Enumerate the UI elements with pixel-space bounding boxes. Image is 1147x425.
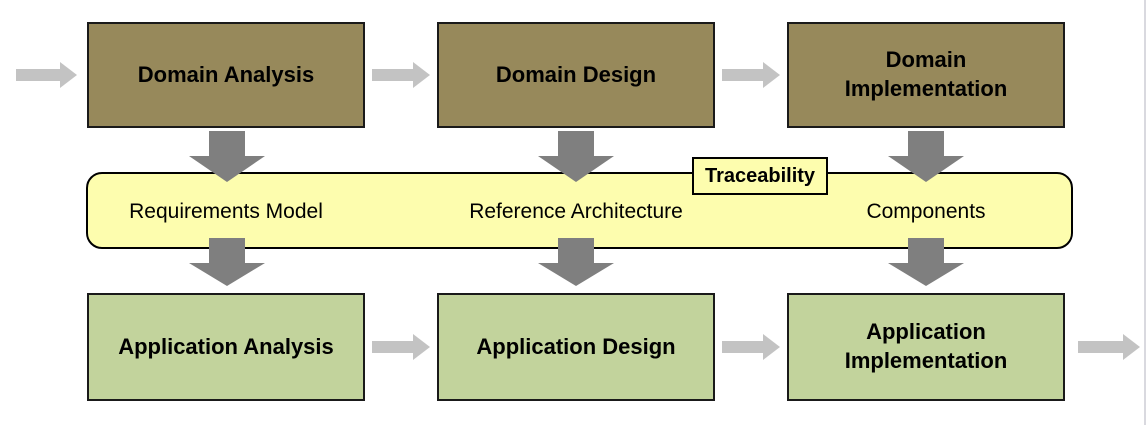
application-analysis-box: Application Analysis [87, 293, 365, 401]
box-label: Domain Design [495, 61, 657, 87]
requirements-model-label: Requirements Model [129, 200, 323, 223]
arrow-stem [209, 131, 245, 156]
arrow-stem [209, 238, 245, 263]
arrow-head [189, 263, 265, 286]
arrow-head [888, 263, 964, 286]
arrow-stem [16, 69, 60, 81]
down-arrow-reference-architecture-icon [538, 238, 614, 286]
application-design-box: Application Design [437, 293, 715, 401]
down-arrow-components-icon [888, 238, 964, 286]
down-arrow-domain-implementation-icon [888, 131, 964, 182]
arrow-head [60, 62, 77, 88]
flow-in-arrow-icon [16, 62, 77, 88]
arrow-head [763, 334, 780, 360]
page-edge-line [1144, 0, 1146, 425]
arrow-domain-design-to-implementation-icon [722, 62, 780, 88]
traceability-tag: Traceability [692, 157, 828, 195]
arrow-application-design-to-implementation-icon [722, 334, 780, 360]
application-implementation-box: Application Implementation [787, 293, 1065, 401]
down-arrow-requirements-model-icon [189, 238, 265, 286]
flow-out-arrow-icon [1078, 334, 1140, 360]
reference-architecture-label: Reference Architecture [469, 200, 683, 223]
arrow-stem [1078, 341, 1123, 353]
arrow-stem [908, 131, 944, 156]
arrow-stem [372, 341, 413, 353]
arrow-stem [558, 238, 594, 263]
arrow-head [538, 156, 614, 182]
arrow-domain-analysis-to-design-icon [372, 62, 430, 88]
box-label: Application Implementation [844, 319, 1008, 373]
arrow-head [413, 62, 430, 88]
box-label: Domain Implementation [844, 47, 1008, 101]
arrow-application-analysis-to-design-icon [372, 334, 430, 360]
domain-design-box: Domain Design [437, 22, 715, 128]
arrow-stem [558, 131, 594, 156]
arrow-head [413, 334, 430, 360]
box-label: Application Analysis [118, 333, 334, 359]
down-arrow-domain-design-icon [538, 131, 614, 182]
arrow-stem [908, 238, 944, 263]
arrow-stem [372, 69, 413, 81]
box-label: Application Design [476, 333, 676, 359]
arrow-head [888, 156, 964, 182]
domain-analysis-box: Domain Analysis [87, 22, 365, 128]
arrow-head [189, 156, 265, 182]
down-arrow-domain-analysis-icon [189, 131, 265, 182]
arrow-head [1123, 334, 1140, 360]
arrow-stem [722, 69, 763, 81]
arrow-head [538, 263, 614, 286]
components-label: Components [866, 200, 986, 223]
arrow-stem [722, 341, 763, 353]
box-label: Domain Analysis [137, 61, 315, 87]
domain-implementation-box: Domain Implementation [787, 22, 1065, 128]
arrow-head [763, 62, 780, 88]
